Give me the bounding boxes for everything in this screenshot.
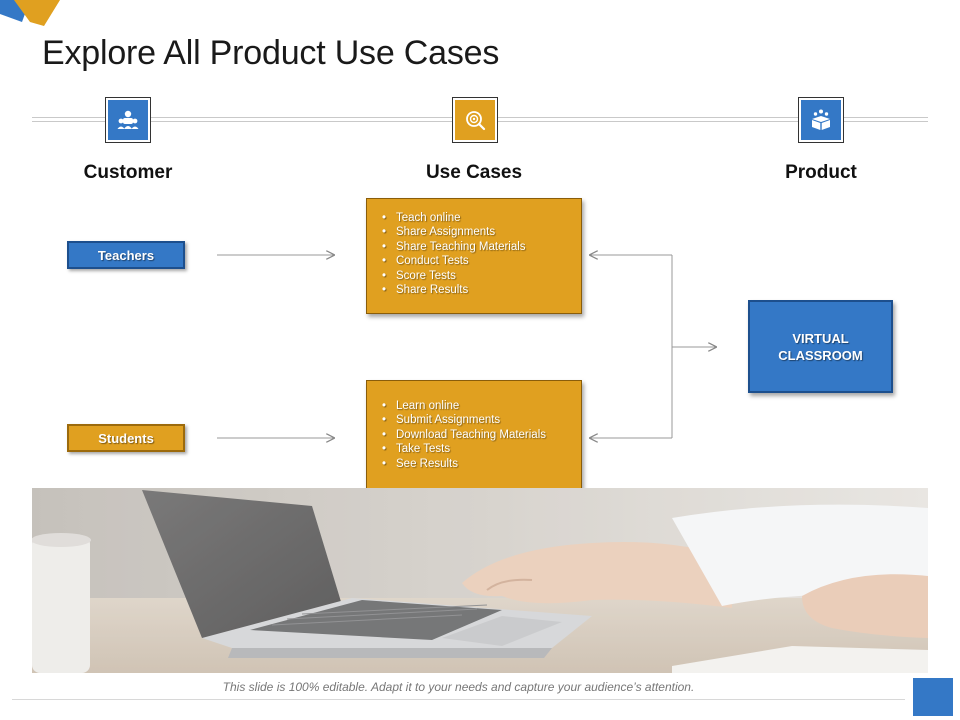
product-icon-box xyxy=(798,97,844,143)
laptop-photo xyxy=(32,488,928,673)
list-item: Submit Assignments xyxy=(382,413,571,428)
footer-rule xyxy=(12,699,905,700)
column-heading-product: Product xyxy=(785,162,857,183)
product-virtual-classroom: VIRTUAL CLASSROOM xyxy=(748,300,893,393)
list-item: Take Tests xyxy=(382,442,571,457)
use-cases-students-list: Learn online Submit Assignments Download… xyxy=(377,393,571,471)
list-item: Teach online xyxy=(382,211,571,226)
column-heading-customer: Customer xyxy=(83,162,173,183)
list-item: Share Assignments xyxy=(382,225,571,240)
list-item: Conduct Tests xyxy=(382,254,571,269)
group-people-icon xyxy=(117,110,139,129)
corner-logo xyxy=(0,0,60,26)
search-target-icon xyxy=(466,111,486,131)
box-people-icon xyxy=(812,109,830,130)
customer-icon-box xyxy=(105,97,151,143)
list-item: Share Teaching Materials xyxy=(382,240,571,255)
customer-teachers: Teachers xyxy=(67,241,185,269)
use-cases-teachers-box: Teach online Share Assignments Share Tea… xyxy=(366,198,582,314)
list-item: Learn online xyxy=(382,399,571,414)
footer-note: This slide is 100% editable. Adapt it to… xyxy=(222,680,695,694)
list-item: Score Tests xyxy=(382,269,571,284)
use-cases-students-box: Learn online Submit Assignments Download… xyxy=(366,380,582,496)
list-item: Share Results xyxy=(382,283,571,298)
use-cases-icon-box xyxy=(452,97,498,143)
page-title: Explore All Product Use Cases xyxy=(42,34,500,72)
list-item: See Results xyxy=(382,457,571,472)
customer-students: Students xyxy=(67,424,185,452)
list-item: Download Teaching Materials xyxy=(382,428,571,443)
page-number-square xyxy=(913,678,953,716)
use-cases-teachers-list: Teach online Share Assignments Share Tea… xyxy=(377,211,571,298)
column-heading-use-cases: Use Cases xyxy=(425,162,523,183)
